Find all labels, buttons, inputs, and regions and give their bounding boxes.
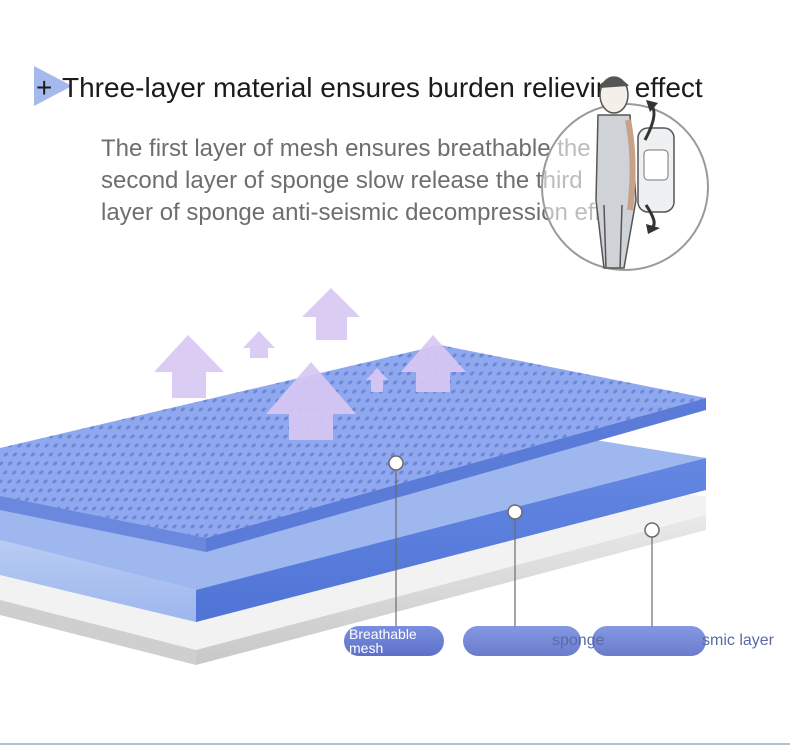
airflow-arrow-icon bbox=[154, 288, 466, 440]
breathable-mesh-label: Breathable mesh bbox=[349, 626, 417, 656]
title-text: Three-layer material ensures burden reli… bbox=[62, 72, 703, 103]
feature-title: + Three-layer material ensures burden rel… bbox=[36, 72, 703, 104]
corner-accent-icon bbox=[34, 66, 72, 106]
sponge-layer-badge bbox=[463, 626, 581, 656]
plus-icon: + bbox=[36, 72, 53, 103]
sponge-layer-label: sponge bbox=[552, 632, 605, 649]
anti-seismic-layer-label: smic layer bbox=[702, 632, 775, 649]
anti-seismic-layer-badge bbox=[592, 626, 706, 656]
breathable-mesh-badge: Breathable mesh bbox=[344, 626, 444, 656]
bottom-divider bbox=[0, 743, 790, 745]
